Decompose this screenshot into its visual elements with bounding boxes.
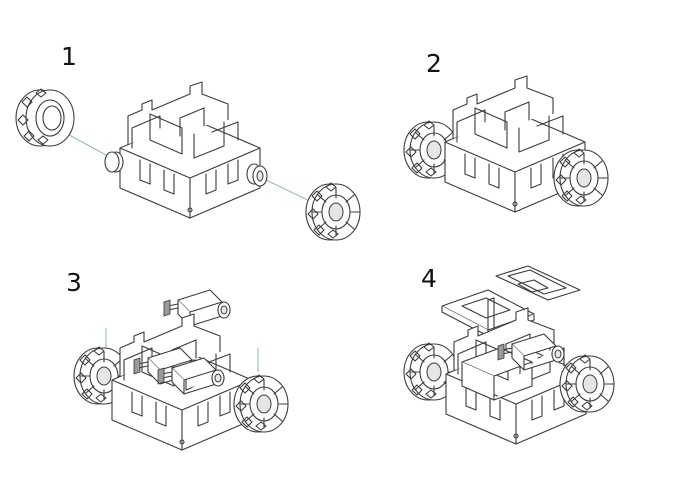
step-2-number: 2: [426, 49, 442, 78]
step-2-group: [403, 75, 609, 213]
step-4-top-plate: [495, 265, 581, 301]
step-3-group: [73, 289, 289, 451]
step-1-left-wheel: [15, 88, 75, 147]
step-1-group: [15, 81, 361, 241]
step-3-number: 3: [66, 268, 82, 297]
step-4-group: [403, 265, 615, 445]
step-4-number: 4: [421, 264, 437, 293]
step-1-right-wheel: [305, 182, 361, 241]
step-1-chassis: [119, 81, 261, 219]
step-1-number: 1: [61, 42, 77, 71]
step-3-motor-floating: [163, 289, 231, 327]
